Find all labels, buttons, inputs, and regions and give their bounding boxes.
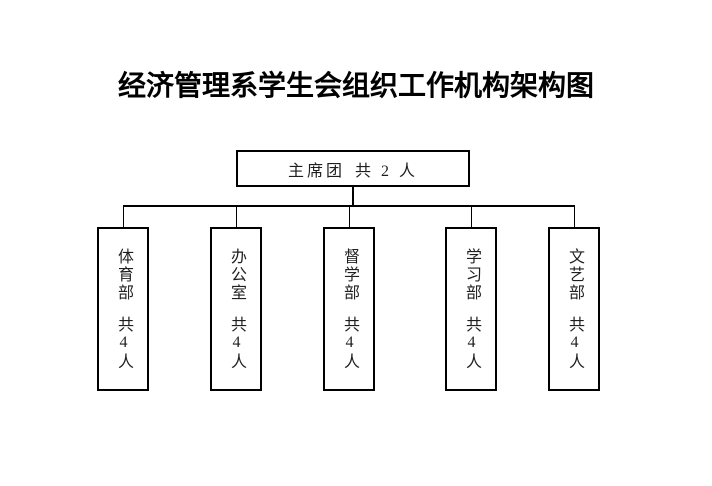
org-node-supervision-dept: 督学部 共4人 xyxy=(323,227,375,391)
presidium-count: 共 2 人 xyxy=(355,162,419,180)
org-node-study-dept: 学习部 共4人 xyxy=(445,227,497,391)
presidium-label: 主席团 xyxy=(287,162,345,180)
org-node-sports-dept: 体育部 共4人 xyxy=(97,227,149,391)
dept-count: 共4人 xyxy=(228,315,245,371)
dept-name: 学习部 xyxy=(463,247,480,302)
dept-name: 办公室 xyxy=(228,247,245,302)
page-title: 经济管理系学生会组织工作机构架构图 xyxy=(117,70,594,101)
dept-count: 共4人 xyxy=(115,315,132,371)
dept-count: 共4人 xyxy=(463,315,480,371)
dept-name: 文艺部 xyxy=(566,247,583,302)
dept-name: 督学部 xyxy=(341,247,358,302)
org-node-office: 办公室 共4人 xyxy=(210,227,262,391)
connector-drop-arts xyxy=(574,206,575,228)
connector-drop-supervision xyxy=(349,206,350,228)
connector-root-drop xyxy=(352,186,354,206)
org-node-presidium: 主席团 共 2 人 xyxy=(236,150,470,187)
connector-drop-study xyxy=(471,206,472,228)
dept-count: 共4人 xyxy=(341,315,358,371)
connector-drop-sports xyxy=(123,206,124,228)
org-node-arts-dept: 文艺部 共4人 xyxy=(548,227,600,391)
dept-name: 体育部 xyxy=(115,247,132,302)
dept-count: 共4人 xyxy=(566,315,583,371)
connector-drop-office xyxy=(236,206,237,228)
